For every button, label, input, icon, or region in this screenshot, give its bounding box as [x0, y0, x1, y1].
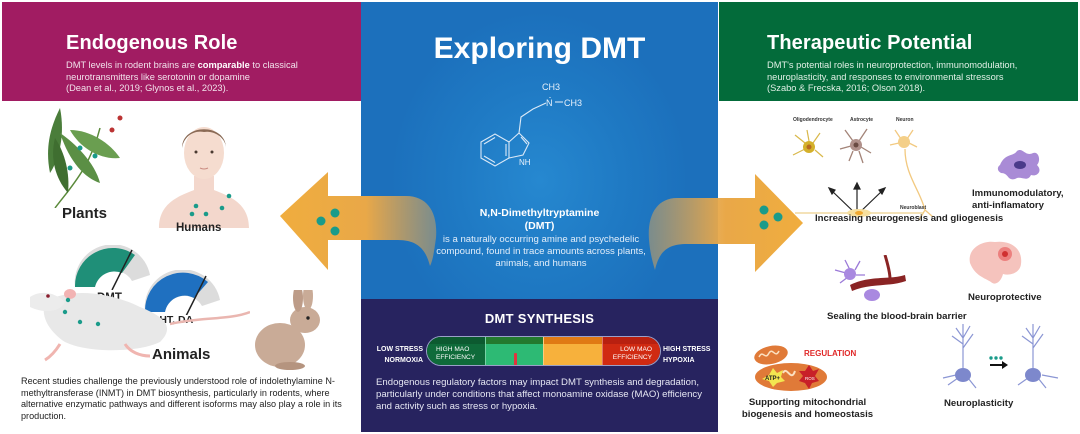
- segment-top: [544, 337, 602, 344]
- high-mao-label: HIGH MAO EFFICIENCY: [436, 346, 475, 362]
- benzene-ring: [480, 133, 510, 167]
- dmt-synthesis-panel: DMT SYNTHESIS LOW STRESS NORMOXIA HIGH S…: [361, 299, 718, 432]
- page-title: Exploring DMT: [433, 32, 646, 65]
- human-icon: [159, 127, 249, 228]
- high-stress-label: HIGH STRESS HYPOXIA: [663, 344, 718, 366]
- nh-label: NH: [519, 158, 531, 167]
- regulation-label: REGULATION: [804, 349, 857, 358]
- gauge-segment-low-mao: LOW MAO EFFICIENCY: [601, 337, 660, 365]
- bbb-label: Sealing the blood-brain barrier: [827, 311, 967, 323]
- humans-label: Humans: [176, 222, 222, 234]
- mao-efficiency-gauge: HIGH MAO EFFICIENCY LOW MAO EFFICIENCY: [426, 336, 661, 366]
- low-stress-label: LOW STRESS NORMOXIA: [365, 344, 423, 366]
- rat-icon: [30, 289, 250, 362]
- desc-part: to classical neurotransmitters like sero…: [66, 60, 298, 82]
- high-stress-line1: HIGH STRESS: [663, 346, 711, 353]
- brain-icon: [969, 241, 1022, 284]
- endogenous-role-header: Endogenous Role DMT levels in rodent bra…: [2, 2, 361, 101]
- methyl-top-label: CH3: [542, 82, 561, 92]
- molecule-dot: [330, 226, 340, 236]
- molecule-dot: [773, 212, 783, 222]
- molecule-dot: [330, 208, 340, 218]
- neuroprotective-label: Neuroprotective: [968, 292, 1042, 303]
- desc-part: DMT's potential roles in neuroprotection…: [767, 60, 1018, 82]
- astrocyte-label: Astrocyte: [850, 117, 874, 123]
- segment-top: [602, 337, 660, 344]
- low-mao-label: LOW MAO EFFICIENCY: [613, 346, 652, 362]
- rabbit-icon: [255, 290, 320, 370]
- immune-cell-icon: [997, 150, 1040, 180]
- bbb-label-text: Sealing the blood-brain barrier: [827, 311, 967, 322]
- segment-top: [485, 337, 543, 344]
- gauge-indicator: [514, 353, 518, 365]
- therapeutic-potential-header: Therapeutic Potential DMT's potential ro…: [719, 2, 1078, 101]
- molecule-dot: [759, 220, 769, 230]
- compound-description: is a naturally occurring amine and psych…: [436, 234, 646, 269]
- pyrrole-ring: [508, 132, 530, 159]
- arrow-left-icon: [280, 172, 437, 270]
- segment-top: [427, 337, 485, 344]
- immunomodulatory-label: Immunomodulatory, anti-inflamatory: [972, 188, 1064, 211]
- amine-label: N: [546, 98, 553, 108]
- synthesis-title: DMT SYNTHESIS: [484, 311, 595, 326]
- neuroplasticity-label: Neuroplasticity: [944, 398, 1014, 409]
- neurogenesis-label: Increasing neurogenesis and gliogenesis: [815, 213, 1004, 224]
- left-footer-text: Recent studies challenge the previously …: [21, 376, 342, 421]
- oligodendrocyte-label: Oligodendrocyte: [793, 117, 833, 123]
- endogenous-role-citation: (Dean et al., 2019; Glynos et al., 2023)…: [66, 83, 229, 93]
- dmt-gauge-icon: [74, 245, 150, 290]
- therapeutic-potential-citation: (Szabo & Frecska, 2016; Olson 2018).: [767, 83, 926, 93]
- molecule-dot: [316, 216, 326, 226]
- gauge-segment-green: [484, 337, 543, 365]
- gauge-segment-high-mao: HIGH MAO EFFICIENCY: [427, 337, 485, 365]
- mitochondria-icon: ATP+ ROS: [754, 345, 827, 391]
- neuroblast-label: Neuroblast: [900, 205, 927, 211]
- desc-bold: comparable: [197, 60, 250, 70]
- compound-name: N,N-Dimethyltryptamine (DMT): [361, 207, 718, 232]
- endogenous-role-title: Endogenous Role: [66, 32, 238, 54]
- desc-part: DMT levels in rodent brains are: [66, 60, 198, 70]
- low-stress-line2: NORMOXIA: [384, 357, 424, 364]
- synthesis-description: Endogenous regulatory factors may impact…: [376, 377, 702, 412]
- neurotransmitter-gauge-icon: [144, 270, 220, 315]
- ros-label: ROS: [805, 376, 815, 381]
- seg-label-line: LOW MAO: [620, 346, 652, 353]
- compound-full-name: N,N-Dimethyltryptamine: [479, 207, 600, 219]
- therapeutic-potential-description: DMT's potential roles in neuroprotection…: [767, 60, 1072, 95]
- gauge-segment-orange: [543, 337, 602, 365]
- low-stress-line1: LOW STRESS: [376, 346, 423, 353]
- neuroblast-icon: [795, 209, 923, 217]
- methyl-right-label: CH3: [564, 98, 582, 108]
- seg-label-line: HIGH MAO: [436, 346, 470, 353]
- plants-label: Plants: [62, 205, 108, 222]
- animals-label: Animals: [152, 346, 211, 363]
- neuroplasticity-icon: [942, 324, 1059, 389]
- endogenous-role-description: DMT levels in rodent brains are comparab…: [66, 60, 356, 95]
- compound-abbrev: (DMT): [524, 219, 555, 232]
- seg-label-line: EFFICIENCY: [436, 354, 476, 361]
- therapeutic-potential-title: Therapeutic Potential: [767, 32, 973, 54]
- blood-brain-barrier-icon: [834, 255, 906, 301]
- atp-label: ATP+: [765, 376, 781, 382]
- mitochondria-label: Supporting mitochondrial biogenesis and …: [741, 397, 874, 420]
- molecule-dot: [759, 205, 769, 215]
- arrow-right-icon: [648, 174, 803, 272]
- neuron-label: Neuron: [896, 117, 914, 123]
- dmt-structure-icon: N CH3 NH: [480, 97, 582, 167]
- high-stress-line2: HYPOXIA: [663, 357, 695, 364]
- seg-label-line: EFFICIENCY: [612, 354, 652, 361]
- neurogenesis-diagram-icon: [792, 128, 934, 221]
- plant-icon: [48, 108, 123, 208]
